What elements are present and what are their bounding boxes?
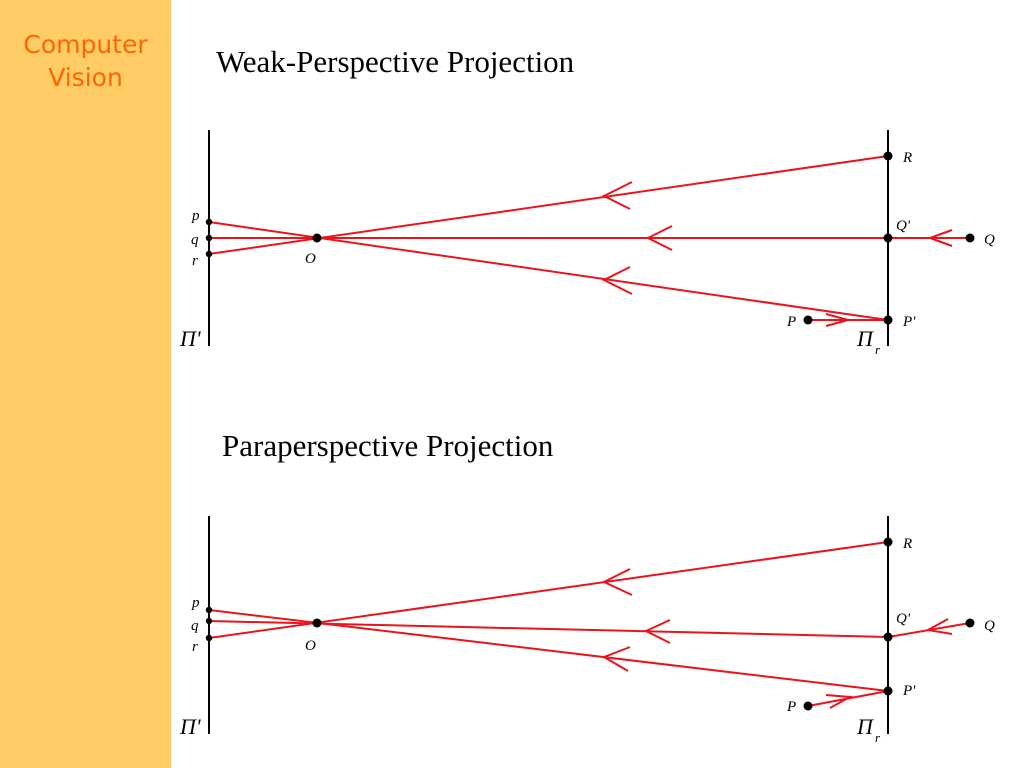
ray-p — [208, 221, 889, 321]
point-R — [883, 151, 893, 161]
label-p: p — [191, 595, 200, 611]
label-reference-plane-subscript: r — [875, 730, 881, 745]
arrow-head — [927, 229, 953, 247]
ray-r — [208, 541, 889, 639]
label-O: O — [305, 638, 316, 654]
arrow-head — [924, 618, 953, 635]
arrow-head — [825, 694, 854, 709]
point-O — [312, 233, 322, 243]
arrow-head — [601, 181, 633, 210]
label-q: q — [191, 232, 199, 248]
label-image-plane: Π' — [179, 714, 201, 739]
point-Q — [965, 618, 975, 628]
point-P — [803, 701, 813, 711]
point-Qprime — [883, 632, 893, 642]
label-R: R — [902, 536, 912, 552]
label-R: R — [902, 150, 912, 166]
point-p — [205, 218, 213, 226]
arrow-head — [825, 313, 852, 327]
point-r — [205, 634, 213, 642]
point-q — [205, 617, 213, 625]
label-reference-plane: Π — [856, 714, 874, 739]
point-p — [205, 606, 213, 614]
sidebar: Computer Vision — [0, 0, 171, 768]
ray-r — [208, 155, 889, 255]
point-r — [205, 250, 213, 258]
paraperspective-title: Paraperspective Projection — [222, 428, 554, 463]
label-q: q — [191, 618, 199, 634]
label-Q: Q — [984, 618, 995, 634]
label-Qprime: Q' — [896, 218, 911, 234]
ray-p — [208, 609, 889, 692]
label-P: P — [786, 699, 796, 715]
label-Pprime: P' — [902, 314, 916, 330]
point-R — [883, 537, 893, 547]
arrow-head — [643, 619, 671, 644]
sidebar-title-line-2: Vision — [48, 63, 123, 92]
arrow-head — [601, 266, 633, 295]
point-Q — [965, 233, 975, 243]
point-Pprime — [883, 686, 893, 696]
label-r: r — [192, 639, 198, 655]
label-image-plane: Π' — [179, 326, 201, 351]
label-O: O — [305, 251, 316, 267]
point-q — [205, 234, 213, 242]
ray-q — [208, 620, 889, 638]
label-P: P — [786, 314, 796, 330]
arrow-head — [645, 225, 673, 251]
arrow-head — [601, 646, 631, 672]
point-P — [803, 315, 813, 325]
label-Q: Q — [984, 232, 995, 248]
sidebar-title: Computer Vision — [0, 28, 171, 94]
point-Pprime — [883, 315, 893, 325]
point-Qprime — [883, 233, 893, 243]
arrow-head — [601, 568, 633, 596]
weak-perspective-diagram: p q r O R Q' Q P' P Π' Π r — [179, 130, 995, 357]
point-O — [312, 618, 322, 628]
weak-perspective-title: Weak-Perspective Projection — [216, 44, 575, 79]
label-reference-plane-subscript: r — [875, 342, 881, 357]
sidebar-title-line-1: Computer — [23, 30, 148, 59]
label-reference-plane: Π — [856, 326, 874, 351]
label-Pprime: P' — [902, 683, 916, 699]
label-p: p — [191, 208, 200, 224]
label-Qprime: Q' — [896, 611, 911, 627]
paraperspective-diagram: p q r O R Q' Q P' P Π' Π r — [179, 516, 995, 745]
label-r: r — [192, 253, 198, 269]
